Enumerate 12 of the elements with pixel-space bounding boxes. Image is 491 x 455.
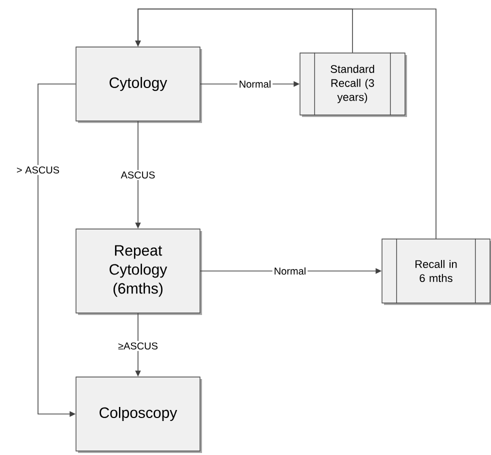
arrow [135, 8, 436, 240]
edge-label: > ASCUS [14, 164, 62, 176]
process-box: Cytology [76, 46, 202, 123]
predefined-process-box: Recall in 6 mths [382, 238, 491, 305]
arrow [38, 84, 76, 417]
process-box: Colposcopy [76, 376, 202, 453]
edge-label: Normal [237, 78, 273, 90]
edge-label: ASCUS [119, 170, 157, 180]
edge-label: Normal [272, 266, 308, 276]
predefined-process-box: Standard Recall (3 years) [300, 52, 407, 117]
edge-label: ≥ASCUS [116, 340, 160, 352]
process-box: Repeat Cytology (6mths) [76, 228, 202, 315]
